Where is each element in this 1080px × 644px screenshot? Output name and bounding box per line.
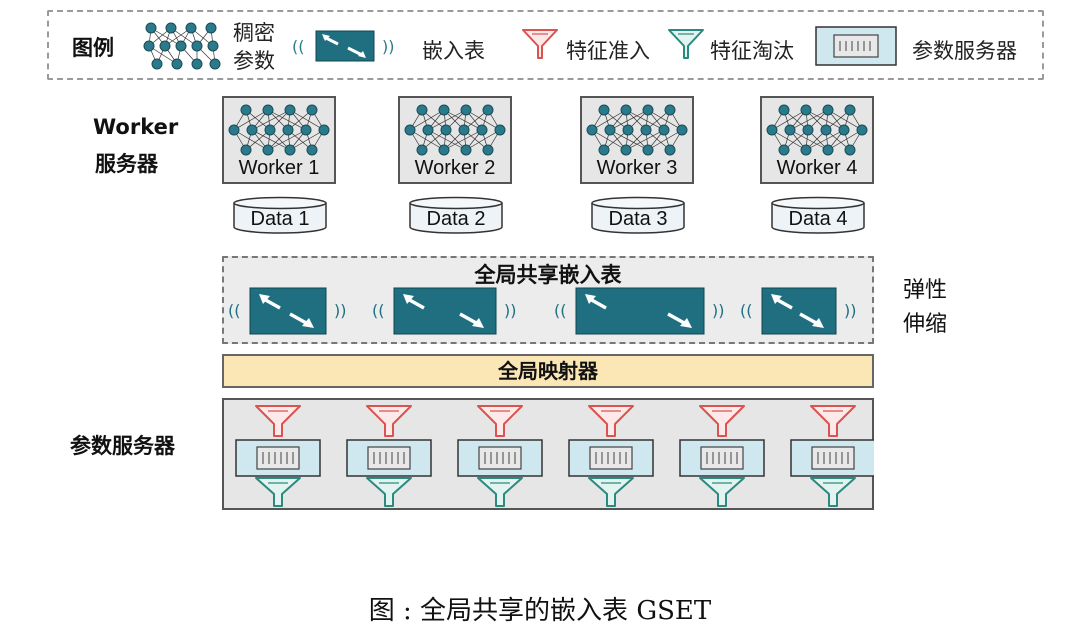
svg-text:)): )) xyxy=(712,301,724,320)
legend-embedding-label: 嵌入表 xyxy=(422,39,485,63)
data-shard-4: Data 4 xyxy=(770,196,866,234)
data-shard-1: Data 1 xyxy=(232,196,328,234)
elastic-label-2: 伸缩 xyxy=(903,312,948,337)
svg-text:)): )) xyxy=(504,301,516,320)
embedding-table-2: (()) xyxy=(372,287,516,335)
neural-network-icon xyxy=(586,104,688,156)
ps-section-label: 参数服务器 xyxy=(70,434,175,458)
ps-box xyxy=(222,398,874,510)
legend-eviction-label: 特征淘汰 xyxy=(710,39,794,63)
data-label: Data 1 xyxy=(250,208,310,230)
worker-section-label-1: Worker xyxy=(93,115,179,139)
legend-admission-label: 特征准入 xyxy=(566,39,650,63)
worker-label: Worker 4 xyxy=(776,157,858,179)
parameter-server-3 xyxy=(457,405,543,507)
svg-text:((: (( xyxy=(554,301,566,320)
database-icon xyxy=(409,196,503,234)
elastic-label-1: 弹性 xyxy=(903,278,948,303)
neural-network-icon xyxy=(404,104,506,156)
svg-text:)): )) xyxy=(382,37,394,56)
ps-servers xyxy=(235,405,874,507)
neural-network-icon xyxy=(228,104,330,156)
data-label: Data 2 xyxy=(426,208,486,230)
data-shard-2: Data 2 xyxy=(408,196,504,234)
feature-eviction-icon xyxy=(668,29,704,59)
worker-label: Worker 1 xyxy=(238,157,320,179)
data-shard-3: Data 3 xyxy=(590,196,686,234)
database-icon xyxy=(591,196,685,234)
embedding-table-3: (()) xyxy=(554,287,724,335)
svg-text:((: (( xyxy=(292,37,304,56)
gset-title: 全局共享嵌入表 xyxy=(474,263,622,287)
worker-3: Worker 3 xyxy=(580,96,694,184)
worker-label: Worker 2 xyxy=(414,157,496,179)
database-icon xyxy=(771,196,865,234)
worker-2: Worker 2 xyxy=(398,96,512,184)
embedding-table-4: (()) xyxy=(740,287,856,335)
data-label: Data 3 xyxy=(608,208,668,230)
embedding-table-icon: (( )) xyxy=(292,30,394,62)
svg-text:)): )) xyxy=(334,301,346,320)
data-label: Data 4 xyxy=(788,208,848,230)
feature-admission-icon xyxy=(522,29,558,59)
neural-network-icon xyxy=(766,104,868,156)
svg-text:((: (( xyxy=(372,301,384,320)
database-icon xyxy=(233,196,327,234)
parameter-server-6 xyxy=(790,405,874,507)
parameter-server-5 xyxy=(679,405,765,507)
parameter-server-icon xyxy=(815,26,897,66)
worker-1: Worker 1 xyxy=(222,96,336,184)
svg-text:)): )) xyxy=(844,301,856,320)
gset-tables: (())(())(())(()) xyxy=(228,287,856,335)
legend-dense-label-2: 参数 xyxy=(233,49,275,73)
parameter-server-1 xyxy=(235,405,321,507)
dense-params-icon xyxy=(143,22,221,70)
svg-text:((: (( xyxy=(228,301,240,320)
svg-text:((: (( xyxy=(740,301,752,320)
legend-box xyxy=(47,10,1044,80)
parameter-server-2 xyxy=(346,405,432,507)
legend-title: 图例 xyxy=(72,36,114,60)
embedding-table-1: (()) xyxy=(228,287,346,335)
figure-caption: 图 : 全局共享的嵌入表 GSET xyxy=(368,596,712,626)
worker-section-label-2: 服务器 xyxy=(95,152,158,176)
legend-ps-label: 参数服务器 xyxy=(912,39,1017,63)
parameter-server-4 xyxy=(568,405,654,507)
worker-4: Worker 4 xyxy=(760,96,874,184)
worker-label: Worker 3 xyxy=(596,157,678,179)
legend-dense-label-1: 稠密 xyxy=(233,21,275,45)
global-mapper: 全局映射器 xyxy=(222,354,874,388)
